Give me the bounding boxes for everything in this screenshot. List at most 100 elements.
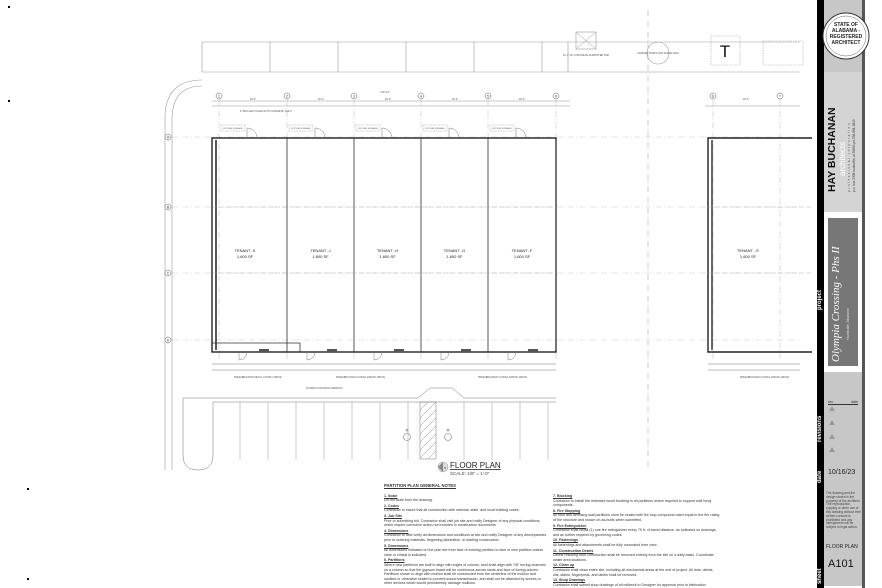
note-heading: 5. Dimensions — [384, 543, 409, 548]
future-signage: FUTURE SIGNAGE — [288, 124, 314, 132]
firm-tagline: professional corporation — [847, 121, 851, 192]
tenant-name: TENANT -F — [512, 248, 533, 253]
note-heading: 12. Clean up — [553, 563, 575, 568]
revision-triangle-icon — [829, 406, 835, 411]
right-building-shell — [707, 137, 812, 353]
bay-dimension: 20'-0" — [743, 98, 749, 101]
project-label: project — [817, 289, 823, 310]
grid-row-D: D — [164, 336, 800, 344]
rear-door — [373, 349, 404, 361]
transformer-pad: T — [710, 35, 804, 66]
grinder-note: GRINDER PUMPS AND FORCE MAIN — [637, 52, 679, 55]
grid-column-label: 7 — [779, 94, 781, 98]
grid-row-label: D — [167, 338, 170, 342]
awning-note-3: PREFABRICATED CANVAS AWNING ABOVE — [740, 376, 790, 379]
dumpster-pad: 12' X 10' CONCRETE DUMPSTER PAD — [563, 31, 609, 57]
future-signage: FUTURE SIGNAGE — [422, 124, 448, 132]
svg-text:FUTURE SIGNAGE: FUTURE SIGNAGE — [425, 127, 445, 130]
grid-column-2: 2 20'-0" — [283, 92, 324, 360]
firm-panel — [824, 72, 862, 212]
sheet-title: FLOOR PLAN — [826, 544, 858, 550]
note-heading: 10. Fastenings — [553, 538, 578, 543]
sheet-label: sheet — [817, 568, 823, 584]
view-title: N FLOOR PLAN SCALE: 1/8" = 1'-0" — [437, 461, 501, 476]
rev-header: rev. — [828, 400, 834, 404]
note-heading: 2. Codes — [384, 503, 399, 508]
svg-text:FUTURE SIGNAGE: FUTURE SIGNAGE — [358, 127, 378, 130]
grid-column-label: 1 — [218, 94, 220, 98]
sidewalk-note: SLOPED CONCRETE SIDEWALK — [306, 387, 343, 390]
tenant-space: TENANT -H1,600 SF — [377, 248, 398, 259]
grid-column-label: 2 — [286, 94, 288, 98]
tenant-area: 1,600 SF — [312, 254, 329, 259]
grid-column-label: 6 — [555, 94, 557, 98]
future-signage: FUTURE SIGNAGE — [220, 124, 246, 132]
grid-column-3: 3 20'-0" — [350, 92, 391, 360]
note-body: Contractor shall install (1) one fire ex… — [553, 528, 717, 537]
grid-row-label: B — [167, 205, 170, 209]
grid-column-1: 120'-0" — [215, 92, 256, 360]
entry-door — [515, 127, 527, 139]
project-location: Huntsville, Alabama — [846, 308, 850, 340]
awning-note: PREFABRICATED CANVAS AWNING ABOVE — [336, 376, 386, 379]
title-block-strip — [817, 0, 824, 588]
view-title-text: FLOOR PLAN — [450, 461, 501, 470]
note-heading: 7. Blocking — [553, 494, 573, 498]
note-body: Prior to submitting bid, Contractor shal… — [384, 518, 541, 528]
overall-dimension: 135'-10" — [380, 90, 390, 94]
north-label: N — [444, 466, 446, 470]
tenant-name: TENANT - E — [737, 248, 759, 253]
top-dimensions — [212, 100, 800, 107]
view-scale: SCALE: 1/8" = 1'-0" — [450, 471, 490, 476]
grid-column-label: 6 — [712, 94, 714, 98]
note-heading: 3. Job Site — [384, 513, 402, 518]
bollard-note: 6" BOLLARD FILLED WITH CONCRETE, PAINT — [240, 110, 292, 113]
grid-row-A: A — [164, 133, 800, 141]
grid-column-4: 4 20'-0" — [417, 92, 458, 360]
svg-text:FUTURE SIGNAGE: FUTURE SIGNAGE — [223, 127, 243, 130]
note-body: Do not scale from the drawing. — [384, 498, 433, 503]
sheet-registration-marks — [8, 6, 29, 580]
rear-door — [306, 349, 337, 361]
accessible-parking-icon — [403, 428, 452, 441]
note-heading: 4. Dimensions — [384, 528, 409, 533]
grid-column-label: 4 — [420, 94, 422, 98]
bay-dimension: 20'-0" — [318, 98, 324, 101]
grid-column-5: 520'-0" — [484, 92, 525, 360]
tenant-space: TENANT -F1,600 SF — [512, 248, 533, 259]
note-body: Contractor shall submit shop drawings of… — [553, 582, 707, 587]
revisions-label: revisions — [817, 415, 823, 442]
tenant-name: TENANT -G — [444, 248, 465, 253]
project-name-box — [828, 218, 858, 366]
transformer-label: T — [720, 42, 730, 61]
note-body: Where new partitions are built to align … — [384, 562, 546, 586]
tenant-name: TENANT -H — [377, 248, 398, 253]
building-shell — [211, 137, 557, 353]
tenant-space: TENANT -J1,600 SF — [310, 248, 330, 259]
grid-column-right: 7 — [776, 92, 784, 360]
grid-row-label: A — [167, 135, 170, 139]
rear-door — [507, 349, 538, 361]
copyright-note: The drawing and the design shown is the … — [826, 491, 862, 530]
front-sidewalk — [182, 363, 800, 471]
bay-dimension: 20'-0" — [385, 98, 391, 101]
future-signage: FUTURE SIGNAGE — [489, 124, 515, 132]
grid-column-label: 3 — [353, 94, 355, 98]
rear-door — [440, 349, 471, 361]
revision-triangle-icon — [829, 447, 835, 452]
note-body: Contractor to field verify all dimension… — [384, 533, 547, 542]
note-body: All floor and demising wall partitions m… — [553, 513, 720, 522]
rear-door — [238, 349, 269, 361]
date-header: date — [851, 400, 858, 404]
right-tenant: TENANT - E 1,600 SF — [737, 248, 759, 259]
tenant-area: 1,600 SF — [379, 254, 396, 259]
bay-dimension: 20'-0" — [452, 98, 458, 101]
